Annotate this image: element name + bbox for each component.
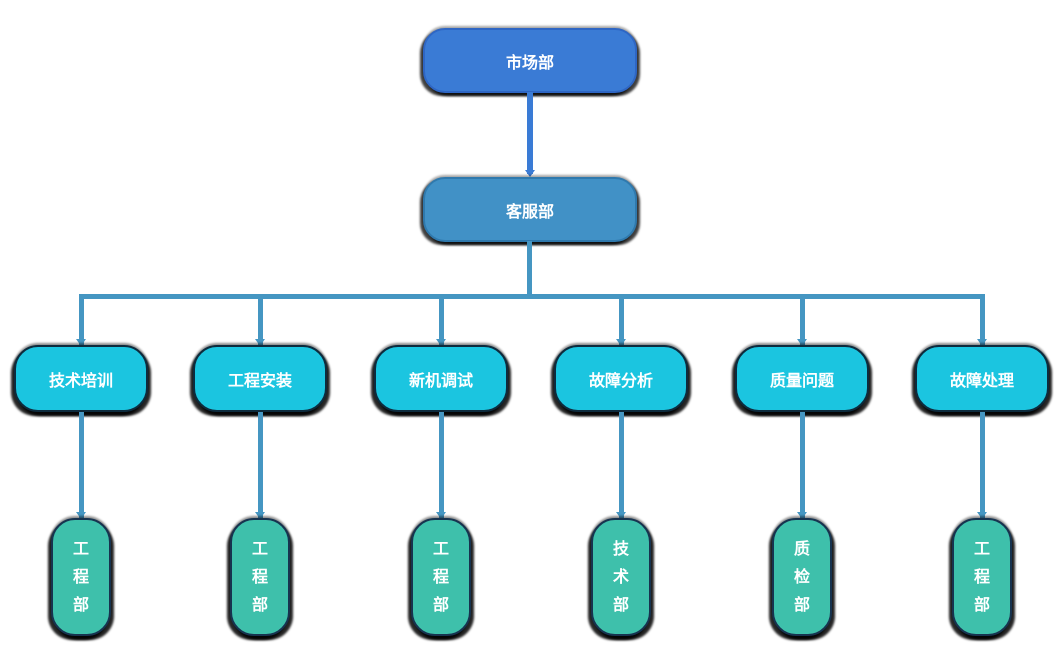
- node-dept-technical: 技术部: [591, 518, 651, 636]
- connector-drop-6: [980, 294, 985, 346]
- arrowhead-drop-5: [797, 339, 807, 346]
- connector-branch-to-dept-3: [439, 412, 444, 519]
- node-customer-service-dept: 客服部: [423, 177, 637, 242]
- arrowhead-drop-3: [436, 339, 446, 346]
- arrowhead-drop-1: [76, 339, 86, 346]
- node-marketing-dept: 市场部: [423, 28, 637, 93]
- connector-drop-1: [79, 294, 84, 346]
- arrowhead-dept-6: [977, 512, 987, 519]
- connector-root-to-level2: [527, 92, 533, 174]
- node-customer-service-dept-label: 客服部: [505, 201, 554, 221]
- connector-branch-to-dept-1: [79, 412, 84, 519]
- connector-drop-2: [258, 294, 263, 346]
- node-branch-label: 质量问题: [769, 370, 834, 390]
- arrowhead-drop-6: [977, 339, 987, 346]
- connector-branch-to-dept-4: [619, 412, 624, 519]
- node-branch-label: 技术培训: [48, 370, 113, 390]
- node-dept-quality-inspection: 质检部: [772, 518, 832, 636]
- node-dept-label: 工程部: [432, 539, 449, 614]
- node-dept-label: 技术部: [612, 539, 629, 614]
- connector-level2-to-rail: [527, 241, 532, 296]
- arrowhead-dept-3: [436, 512, 446, 519]
- node-branch-fault-handling: 故障处理: [915, 345, 1049, 412]
- arrowhead-drop-4: [616, 339, 626, 346]
- arrowhead-dept-4: [616, 512, 626, 519]
- node-dept-label: 工程部: [973, 539, 990, 614]
- node-marketing-dept-label: 市场部: [505, 52, 554, 72]
- node-branch-label: 新机调试: [408, 370, 473, 390]
- node-branch-label: 故障处理: [949, 370, 1014, 390]
- node-dept-engineering-2: 工程部: [230, 518, 290, 636]
- connector-drop-3: [439, 294, 444, 346]
- arrowhead-dept-1: [76, 512, 86, 519]
- node-dept-engineering-3: 工程部: [411, 518, 471, 636]
- connector-branch-to-dept-6: [980, 412, 985, 519]
- node-dept-label: 工程部: [72, 539, 89, 614]
- node-branch-technical-training: 技术培训: [14, 345, 148, 412]
- node-branch-label: 故障分析: [588, 370, 653, 390]
- connector-branch-to-dept-5: [800, 412, 805, 519]
- node-branch-fault-analysis: 故障分析: [554, 345, 688, 412]
- arrowhead-dept-5: [797, 512, 807, 519]
- connector-horizontal-rail: [79, 294, 984, 299]
- connector-branch-to-dept-2: [258, 412, 263, 519]
- node-branch-engineering-installation: 工程安装: [193, 345, 327, 412]
- node-dept-label: 质检部: [793, 539, 810, 614]
- connector-drop-4: [619, 294, 624, 346]
- node-branch-new-machine-debugging: 新机调试: [374, 345, 508, 412]
- arrowhead-drop-2: [255, 339, 265, 346]
- node-dept-engineering-4: 工程部: [952, 518, 1012, 636]
- node-branch-label: 工程安装: [227, 370, 292, 390]
- node-branch-quality-issues: 质量问题: [735, 345, 869, 412]
- arrowhead-dept-2: [255, 512, 265, 519]
- node-dept-label: 工程部: [251, 539, 268, 614]
- arrowhead-root-to-level2: [525, 170, 535, 177]
- connector-drop-5: [800, 294, 805, 346]
- node-dept-engineering-1: 工程部: [51, 518, 111, 636]
